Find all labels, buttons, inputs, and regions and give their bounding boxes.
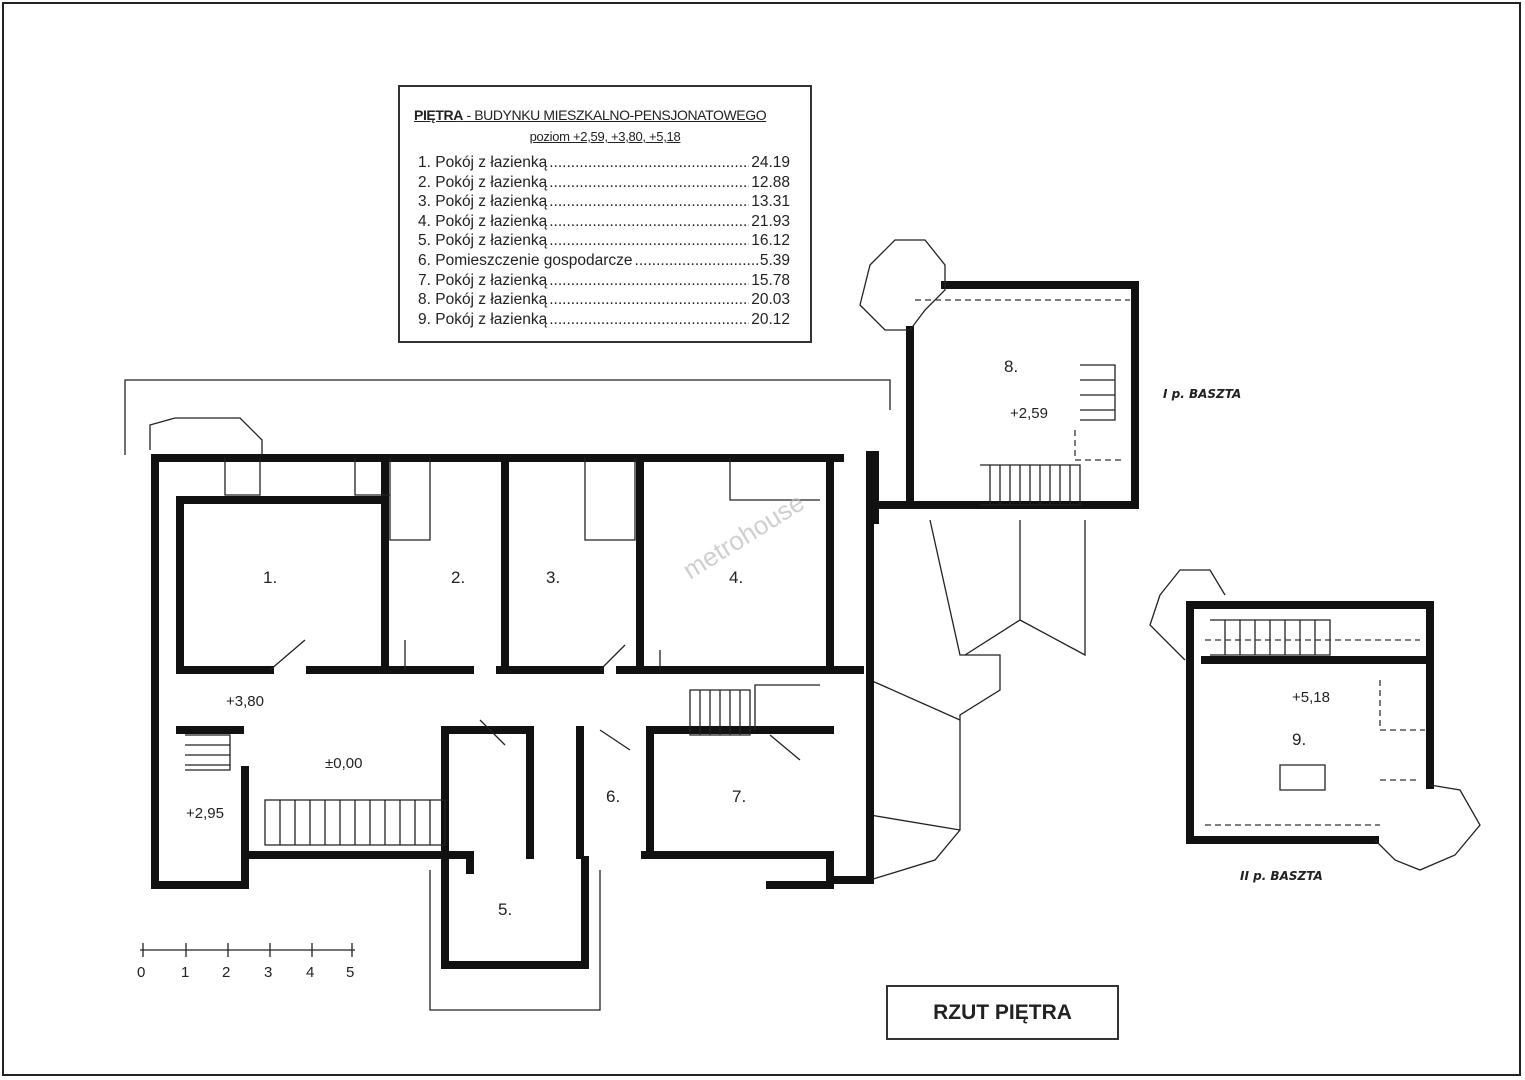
balcony-outline <box>429 870 601 1011</box>
roof-outline <box>124 379 891 455</box>
room-label-3: 3. <box>546 568 560 587</box>
bay-outline <box>149 417 263 455</box>
room-label-1: 1. <box>263 568 277 587</box>
room-label-7: 7. <box>732 787 746 806</box>
scale-tick: 0 <box>137 964 145 981</box>
legend-row: 7. Pokój z łazienką15.78 <box>418 271 790 291</box>
level-corridor: +3,80 <box>226 693 264 710</box>
legend-row: 3. Pokój z łazienką13.31 <box>418 192 790 212</box>
scale-tick: 5 <box>346 964 354 981</box>
legend-row: 1. Pokój z łazienką24.19 <box>418 153 790 173</box>
tower1-note: I p. BASZTA <box>1163 387 1241 401</box>
scale-tick: 2 <box>222 964 230 981</box>
legend-row: 5. Pokój z łazienką16.12 <box>418 231 790 251</box>
legend-subtitle: poziom +2,59, +3,80, +5,18 <box>529 129 681 144</box>
legend-row: 6. Pomieszczenie gospodarcze5.39 <box>418 251 790 271</box>
legend-row: 8. Pokój z łazienką20.03 <box>418 290 790 310</box>
room-label-6: 6. <box>606 787 620 806</box>
scale-tick: 1 <box>181 964 189 981</box>
room-label-9: 9. <box>1292 730 1306 749</box>
room-label-8: 8. <box>1004 357 1018 376</box>
watermark: metrohouse <box>677 487 809 585</box>
tower2-note: II p. BASZTA <box>1240 869 1323 883</box>
legend-list: 1. Pokój z łazienką24.19 2. Pokój z łazi… <box>418 153 790 329</box>
room-legend: PIĘTRA - BUDYNKU MIESZKALNO-PENSJONATOWE… <box>398 85 812 343</box>
legend-row: 4. Pokój z łazienką21.93 <box>418 212 790 232</box>
roof-ridge <box>964 520 1086 657</box>
room-label-5: 5. <box>498 900 512 919</box>
level-tower1: +2,59 <box>1010 405 1048 422</box>
roof-outline-right <box>869 519 1001 881</box>
level-stair: ±0,00 <box>325 755 362 772</box>
roof-lines <box>869 679 961 831</box>
legend-row: 2. Pokój z łazienką12.88 <box>418 173 790 193</box>
room-label-4: 4. <box>729 568 743 587</box>
drawing-title-stamp: RZUT PIĘTRA <box>886 985 1119 1040</box>
level-tower2: +5,18 <box>1292 689 1330 706</box>
legend-row: 9. Pokój z łazienką20.12 <box>418 310 790 330</box>
level-landing: +2,95 <box>186 805 224 822</box>
scale-tick: 3 <box>264 964 272 981</box>
scale-tick: 4 <box>306 964 314 981</box>
room-label-2: 2. <box>451 568 465 587</box>
scale-bar: 0 1 2 3 4 5 <box>137 943 355 981</box>
legend-title: PIĘTRA - BUDYNKU MIESZKALNO-PENSJONATOWE… <box>414 107 767 123</box>
